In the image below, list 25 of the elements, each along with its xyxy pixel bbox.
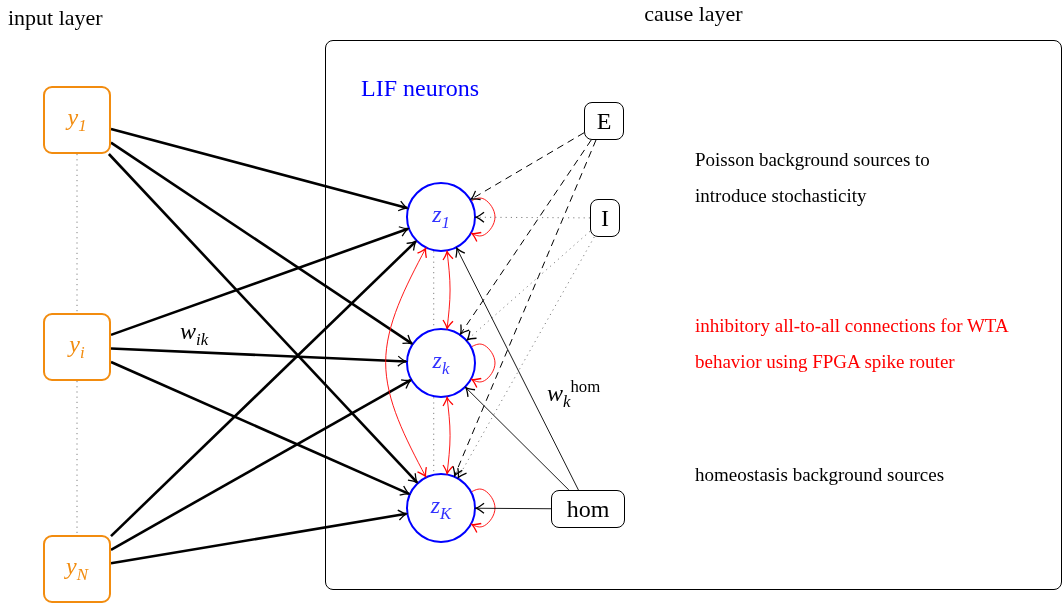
annotation-text: inhibitory all-to-all connections for WTA behavior using FPGA spike router xyxy=(695,314,1010,374)
neuron-label: y$_{1}$ xyxy=(67,104,87,136)
neuron-circle xyxy=(406,328,476,398)
neuron-label: y$_{i}$ xyxy=(69,331,85,363)
neuron-circle xyxy=(406,182,476,252)
layer-heading: input layer xyxy=(8,4,104,32)
input-neuron-box xyxy=(43,313,111,381)
source-label: E xyxy=(596,107,612,135)
annotation-text: homeostasis background sources xyxy=(695,463,946,487)
input-neuron-box xyxy=(43,86,111,154)
neuron-label: z$_{k}$ xyxy=(432,347,450,379)
neuron-label: z$_{K}$ xyxy=(430,492,452,524)
annotation-text: Poisson background sources to introduce stochasticity xyxy=(695,148,931,208)
weight-label: w$_{ik}$ xyxy=(180,317,210,351)
source-label: hom xyxy=(566,495,610,523)
source-label: I xyxy=(601,204,609,232)
source-box xyxy=(590,199,620,237)
neuron-label: y$_{N}$ xyxy=(66,553,88,585)
layer-heading: cause layer xyxy=(643,1,744,27)
source-box xyxy=(551,490,625,528)
neuron-label: z$_{1}$ xyxy=(432,201,450,233)
neuron-circle xyxy=(406,473,476,543)
input-neuron-box xyxy=(43,535,111,603)
source-box xyxy=(584,102,624,140)
group-heading: LIF neurons xyxy=(361,74,480,103)
